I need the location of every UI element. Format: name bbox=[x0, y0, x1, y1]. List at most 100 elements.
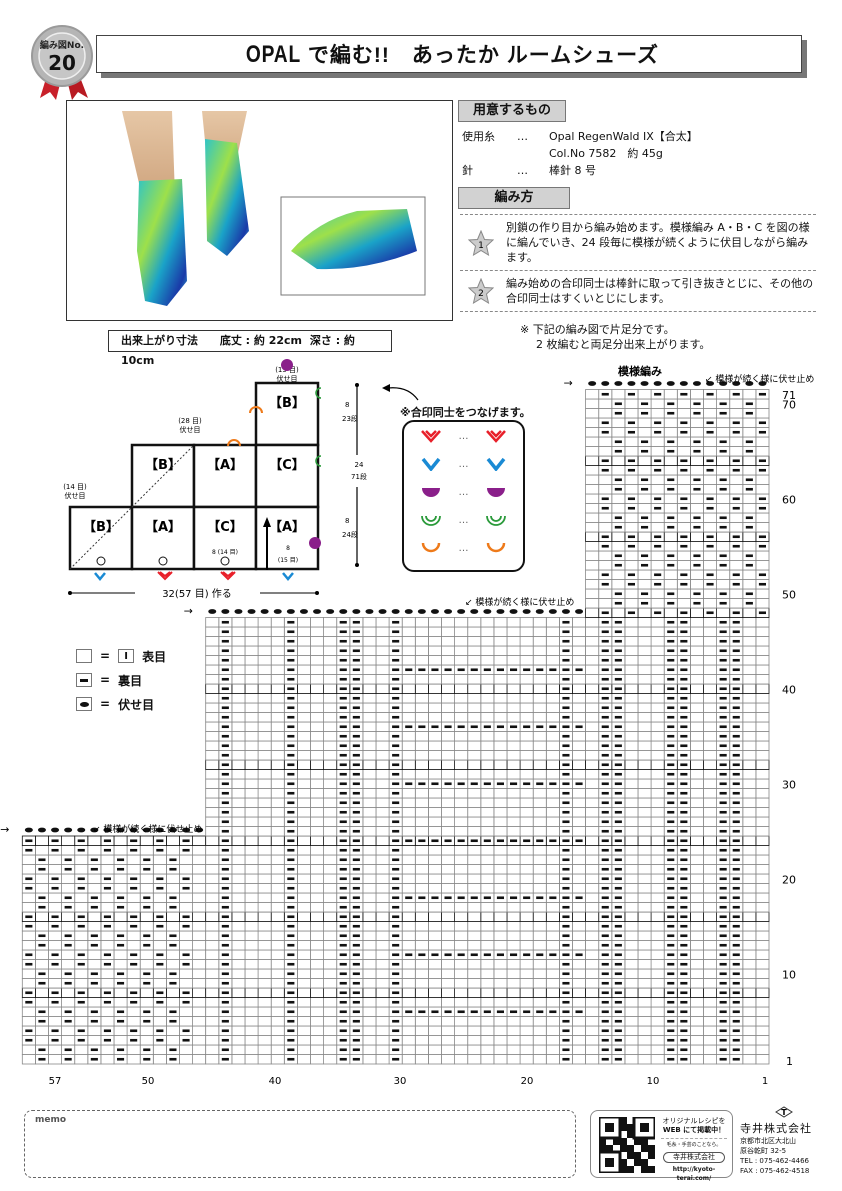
svg-text:10: 10 bbox=[782, 969, 796, 982]
step-text: 編み始めの合印同士は棒針に取って引き抜きとじに、その他の合印同士はすくいとじにし… bbox=[506, 277, 814, 305]
svg-text:【C】: 【C】 bbox=[207, 519, 243, 535]
svg-text:【C】: 【C】 bbox=[269, 457, 305, 473]
purl-dash-icon bbox=[76, 673, 92, 687]
size-label: 出来上がり寸法 bbox=[121, 334, 198, 347]
curved-arrow-icon bbox=[382, 384, 419, 401]
svg-text:8: 8 bbox=[286, 545, 290, 552]
svg-text:20: 20 bbox=[521, 1076, 534, 1087]
red-chevron-icon bbox=[485, 430, 506, 443]
legend-purl: =裏目 bbox=[76, 668, 166, 692]
steps-list: 1 別鎖の作り目から編み始めます。模様編み A・B・C を図の様に編んでいき、2… bbox=[460, 214, 816, 312]
materials-section-label: 用意するもの bbox=[458, 100, 566, 122]
pattern-note: ※ 下記の編み図で片足分です。 2 枚編むと両足分出来上がります。 bbox=[520, 322, 710, 352]
blue-chevron-icon bbox=[486, 457, 506, 471]
web-line1: オリジナルレシピを bbox=[662, 1117, 726, 1125]
green-double-arc-icon bbox=[485, 515, 506, 526]
svg-text:10: 10 bbox=[647, 1076, 660, 1087]
method-section-label: 編み方 bbox=[458, 187, 570, 209]
green-double-arc-icon bbox=[421, 515, 442, 526]
needle-value: 棒針 8 号 bbox=[549, 164, 596, 177]
dots: … bbox=[517, 130, 528, 143]
svg-text:↙ 模様が続く様に伏せ止め: ↙ 模様が続く様に伏せ止め bbox=[705, 373, 814, 385]
marks-legend: … … … … … bbox=[402, 420, 525, 572]
title-text: で編む!! あったか ルームシューズ bbox=[307, 44, 660, 67]
address: 原谷乾町 32-5 bbox=[740, 1147, 787, 1155]
size-depth: 深さ : 約 10cm bbox=[121, 334, 355, 367]
svg-text:伏せ目: 伏せ目 bbox=[65, 491, 86, 500]
purple-halfcircle-icon bbox=[486, 488, 505, 497]
pattern-block bbox=[254, 443, 320, 509]
badge-icon: 編み図No. 20 bbox=[31, 25, 93, 100]
purple-halfcircle-icon bbox=[422, 488, 441, 497]
svg-text:(14 目): (14 目) bbox=[63, 483, 87, 491]
yarn-color: Col.No 7582 約 45g bbox=[549, 147, 663, 160]
step-1: 1 別鎖の作り目から編み始めます。模様編み A・B・C を図の様に編んでいき、2… bbox=[460, 215, 816, 271]
fax: FAX : 075-462-4518 bbox=[740, 1167, 810, 1175]
svg-text:模様編み: 模様編み bbox=[618, 364, 662, 378]
title-brand: OPAL bbox=[245, 41, 301, 68]
pattern-block bbox=[254, 381, 320, 447]
knit-bar-icon: I bbox=[118, 649, 135, 663]
svg-text:40: 40 bbox=[269, 1076, 282, 1087]
svg-text:30: 30 bbox=[394, 1076, 407, 1087]
svg-text:24段: 24段 bbox=[342, 530, 358, 539]
page-title: OPAL で編む!! あったか ルームシューズ bbox=[96, 35, 802, 73]
blue-chevron-icon bbox=[421, 457, 441, 471]
svg-text:50: 50 bbox=[142, 1076, 155, 1087]
yarn-name: Opal RegenWald IX【合太】 bbox=[549, 130, 698, 143]
bindoff-dot-icon bbox=[76, 697, 92, 711]
svg-text:8 (14 目): 8 (14 目) bbox=[212, 549, 238, 556]
svg-text:【B】: 【B】 bbox=[269, 395, 305, 411]
svg-text:30: 30 bbox=[782, 779, 796, 792]
svg-text:伏せ目: 伏せ目 bbox=[277, 374, 298, 383]
qr-code-icon[interactable] bbox=[599, 1117, 655, 1173]
step-text: 別鎖の作り目から編み始めます。模様編み A・B・C を図の様に編んでいき、24 … bbox=[506, 221, 810, 264]
needle-key: 針 bbox=[462, 164, 473, 177]
svg-text:【A】: 【A】 bbox=[269, 519, 305, 535]
svg-text:(28 目): (28 目) bbox=[178, 417, 202, 425]
yarn-key: 使用糸 bbox=[462, 130, 495, 143]
svg-text:23段: 23段 bbox=[342, 414, 358, 423]
address: 京都市北区大北山 bbox=[740, 1137, 796, 1145]
red-chevron-icon bbox=[421, 430, 442, 443]
construction-diagram: 【B】【B】【A】【C】【B】【A】【C】【A】 (15 目) 伏せ目 (28 … bbox=[63, 359, 367, 600]
knitting-chart: →→→模様編み↙ 模様が続く様に伏せ止め↙ 模様が続く様に伏せ止め↙ 模様が続く… bbox=[0, 364, 814, 1087]
slippers-photo-icon bbox=[122, 111, 426, 306]
company-info: T 寺井株式会社 京都市北区大北山 原谷乾町 32-5 TEL : 075-46… bbox=[740, 1105, 840, 1176]
orange-arc-icon bbox=[421, 542, 441, 553]
svg-text:24: 24 bbox=[355, 461, 364, 469]
svg-text:T: T bbox=[781, 1108, 787, 1117]
svg-text:【A】: 【A】 bbox=[145, 519, 181, 535]
phone: TEL : 075-462-4466 bbox=[740, 1157, 809, 1165]
memo-label: memo bbox=[35, 1115, 67, 1125]
legend-bindoff: =伏せ目 bbox=[76, 692, 166, 716]
svg-text:【B】: 【B】 bbox=[145, 457, 181, 473]
svg-text:20: 20 bbox=[782, 874, 796, 887]
svg-text:→: → bbox=[0, 823, 9, 836]
product-photo bbox=[66, 100, 453, 321]
svg-text:→: → bbox=[184, 605, 193, 618]
marks-caption: ※合印同士をつなげます。 bbox=[400, 406, 531, 419]
web-small: 毛糸・手芸のことなら。 bbox=[661, 1138, 727, 1150]
svg-text:1: 1 bbox=[762, 1076, 768, 1087]
svg-text:1: 1 bbox=[786, 1055, 793, 1068]
website-link[interactable]: http://kyoto-terai.com/ bbox=[672, 1166, 716, 1182]
company-logo-icon: T bbox=[775, 1106, 793, 1118]
star-icon: 2 bbox=[468, 278, 494, 304]
size-sole: 底丈 : 約 22cm bbox=[219, 334, 303, 347]
finished-size: 出来上がり寸法 底丈 : 約 22cm 深さ : 約 10cm bbox=[108, 330, 392, 367]
svg-text:70: 70 bbox=[782, 399, 796, 412]
svg-text:50: 50 bbox=[782, 589, 796, 602]
memo-box[interactable]: memo bbox=[24, 1110, 576, 1178]
company-pill: 寺井株式会社 bbox=[663, 1152, 725, 1163]
web-recipe-box: オリジナルレシピを WEB にて掲載中！ 毛糸・手芸のことなら。 寺井株式会社 … bbox=[590, 1110, 733, 1182]
svg-text:57: 57 bbox=[49, 1076, 62, 1087]
svg-text:↙ 模様が続く様に伏せ止め: ↙ 模様が続く様に伏せ止め bbox=[465, 596, 574, 608]
svg-text:40: 40 bbox=[782, 684, 796, 697]
svg-text:71: 71 bbox=[782, 389, 796, 402]
materials-list: 使用糸 … Opal RegenWald IX【合太】 Col.No 7582 約 … bbox=[462, 128, 698, 179]
svg-text:↙ 模様が続く様に伏せ止め: ↙ 模様が続く様に伏せ止め bbox=[93, 823, 202, 835]
dots: … bbox=[517, 164, 528, 177]
